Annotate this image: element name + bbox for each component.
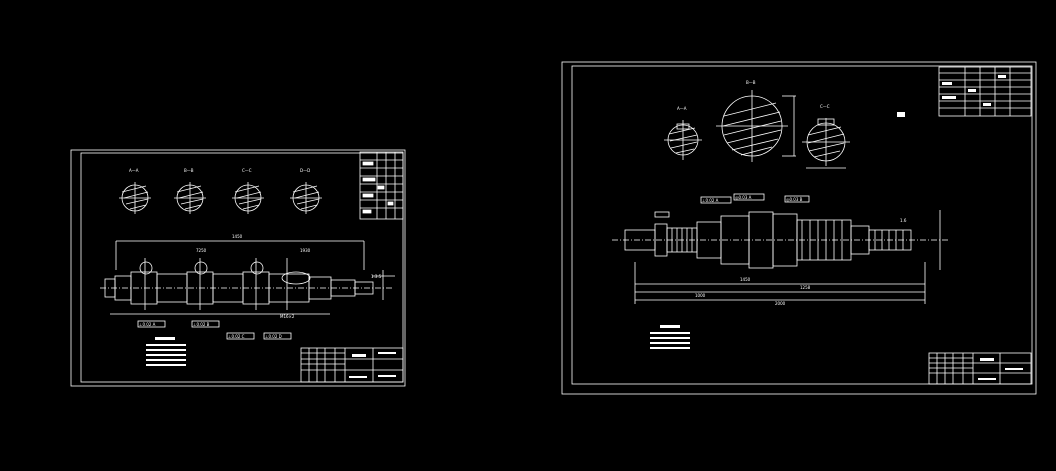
technical-notes (650, 325, 690, 349)
sheet-outer-border (561, 61, 1037, 395)
tolerance-frame-1: ⊥0.02 A (139, 322, 156, 327)
tolerance-frame-3: ⊥0.02 C (228, 334, 245, 339)
section-view-b (174, 182, 206, 214)
shaft-main-view (100, 240, 395, 340)
revision-table (359, 151, 404, 220)
segment-dim-2: 1258 (800, 285, 811, 290)
segment-dim-3: 1000 (695, 293, 706, 298)
section-label-d: D—D (300, 168, 310, 173)
section-label-a: A—A (677, 106, 687, 111)
segment-dim-4: 2000 (775, 301, 786, 306)
section-view-a (119, 182, 151, 214)
segment-dim-1: 1450 (740, 277, 751, 282)
section-label-c: C—C (820, 104, 830, 109)
revision-table (938, 66, 1032, 117)
segment-dim-2: 1930 (300, 248, 311, 253)
drawing-sheet-right[interactable]: A—A B—B C—C (561, 61, 1037, 395)
section-view-c (232, 182, 264, 214)
tolerance-frame-2: ⊥0.02 B (193, 322, 210, 327)
tolerance-frame-4: ⊥0.02 D (265, 334, 282, 339)
section-label-c: C—C (242, 168, 252, 173)
section-view-d (290, 182, 322, 214)
title-block-right (928, 352, 1032, 385)
end-note: 1.6 (900, 218, 907, 223)
section-label-a: A—A (129, 168, 139, 173)
tolerance-frame-3: ◎0.03 B (786, 197, 803, 202)
shaft-main-view (612, 193, 948, 304)
roughness-symbol (897, 112, 905, 117)
section-label-b: B—B (746, 80, 756, 85)
tolerance-frame-1: ⊥0.02 A (702, 198, 719, 203)
section-view-a (664, 120, 702, 160)
end-note: 1:3.5 (371, 274, 382, 279)
sheet-inner-border (571, 65, 1033, 385)
title-block-left (300, 347, 404, 383)
section-view-c (802, 118, 850, 169)
section-label-b: B—B (184, 168, 194, 173)
overall-length-dim: 1450 (232, 234, 243, 239)
keyway-dim: M16×2 (280, 314, 295, 319)
section-view-b (716, 90, 796, 162)
sheet-inner-border (80, 152, 404, 383)
segment-dim-1: 7250 (196, 248, 207, 253)
drawing-sheet-left[interactable]: A—A B—B C—C D—D (70, 149, 406, 387)
sheet-outer-border (70, 149, 406, 387)
technical-notes (146, 337, 186, 366)
tolerance-frame-2: ◎0.03 A (735, 195, 752, 200)
